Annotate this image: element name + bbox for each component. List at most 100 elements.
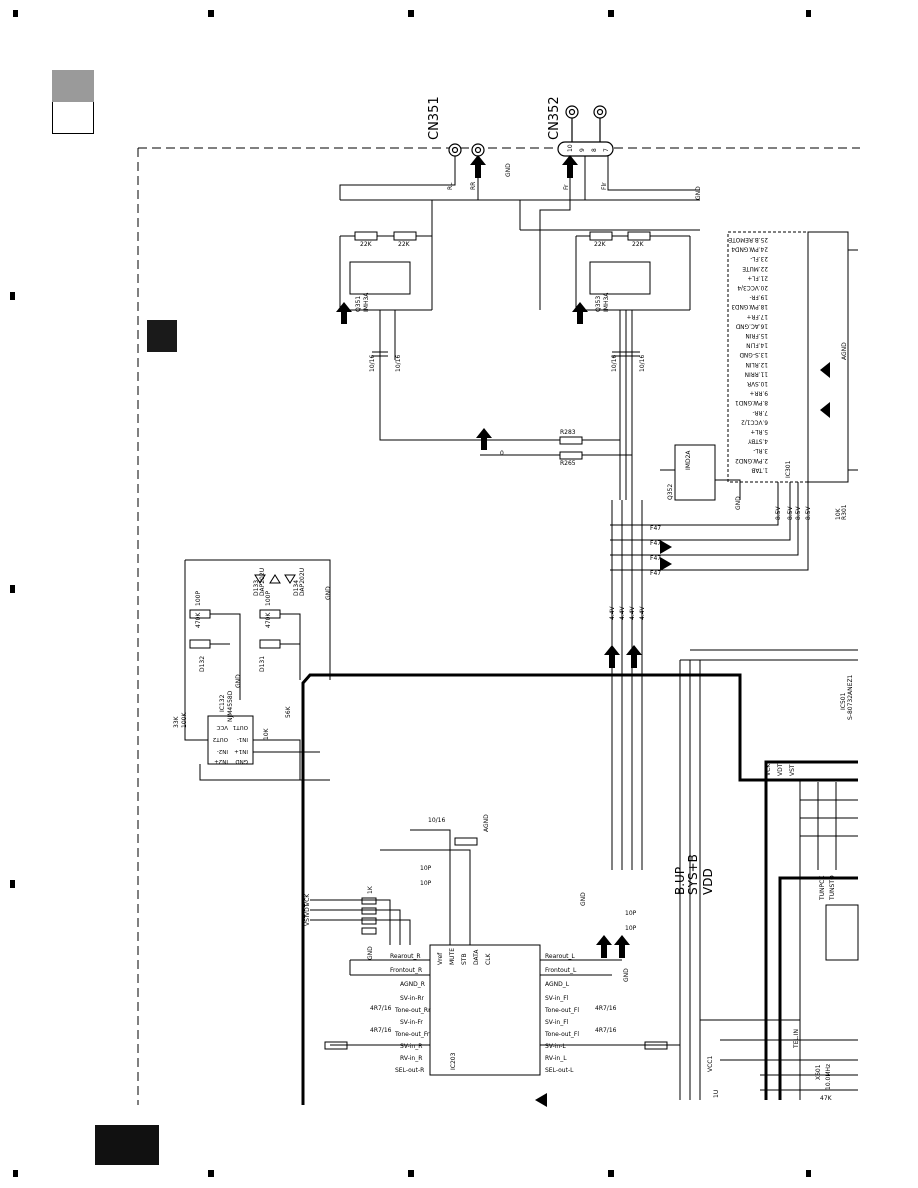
d132-label: D132 (199, 656, 206, 672)
cn352-pin-10: 10 (567, 144, 574, 152)
ic132-name: IC132 (219, 694, 226, 712)
agnd-a: AGND (483, 814, 490, 832)
r-22k-b: 22K (398, 241, 411, 248)
gnd-h: GND (623, 968, 630, 982)
ic301-pin-24: 24.PW.GND4 (731, 246, 768, 252)
ic301-pin-1: 1.TAB (751, 466, 768, 472)
ic203-pin-sv-in-rr: SV-in-Rr (400, 995, 425, 1002)
c-10-16-a: 10/16 (369, 355, 376, 372)
q351-label: Q351 (355, 296, 362, 312)
ic203-pin-sel-out-l: SEL-out-L (545, 1067, 574, 1074)
c-4r7-16-a: 4R7/16 (370, 1005, 392, 1012)
registration-mark-top-1 (13, 10, 18, 17)
ic203-pin-vref: Vref (437, 952, 444, 965)
gnd-c: GND (735, 496, 742, 510)
c-47-c: F47 (650, 555, 661, 562)
component-labels: 10 9 8 7 Fr Flr RL RR Q351 IMH3A Q353 IM… (173, 144, 854, 1102)
ic301-pin-8: 8.PW.GND1 (735, 399, 768, 405)
net-vck-b: VCK (765, 763, 772, 776)
ic203-pin-tone-out-fr: Tone-out_Fr (394, 1031, 430, 1038)
ic501-part: S-80732ANEZ1 (847, 674, 854, 720)
cn352-label: CN352 (547, 96, 562, 140)
net-4-4v-a: 4.4V (609, 605, 616, 620)
ic301-pin-17: 17.FR+ (746, 313, 768, 319)
tunsto-label: TUNSTO (829, 875, 836, 901)
ic301-pin-5: 5.RL+ (750, 428, 768, 434)
registration-mark-bottom-1 (13, 1170, 18, 1177)
page-number-plate (95, 1125, 159, 1165)
c-1u-label: 1U (713, 1090, 720, 1098)
ic301-pin-6: 6.VCC1/2 (741, 418, 768, 424)
net-4-4v-d: 4.4V (639, 605, 646, 620)
r-10k-r301: 10K (835, 507, 842, 520)
ic203-pin-sv-in-r: SV-in_R (400, 1043, 422, 1050)
registration-mark-left-1 (10, 292, 15, 300)
q353-label: Q353 (595, 296, 602, 312)
net-8-5v-a: 8.5V (775, 505, 782, 520)
net-4-4v-c: 4.4V (629, 605, 636, 620)
cn352-pin-9: 9 (579, 148, 586, 152)
r-0-label: 0 (500, 450, 504, 457)
thick-bus-outline (301, 673, 858, 1105)
ic203-pin-sv-in-l: SV-in-L (545, 1043, 566, 1050)
ic203-pin-frontout-r: Frontout_R (390, 967, 422, 974)
r-22k-d: 22K (632, 241, 645, 248)
ic203-name: IC203 (450, 1052, 457, 1070)
c-100p-b: 100P (265, 591, 272, 606)
r-22k-a: 22K (360, 241, 373, 248)
wiring (184, 156, 859, 1100)
registration-mark-bottom-4 (608, 1170, 614, 1177)
r-47k-label: 47K (820, 1095, 833, 1102)
gain-rl-label: RL (447, 182, 454, 190)
c-47-a: F47 (650, 525, 661, 532)
net-vdt: VDT (304, 903, 311, 916)
ic301-pin-7: 7.RR- (753, 409, 768, 415)
registration-mark-bottom-3 (408, 1170, 414, 1177)
ic203-pin-rv-in-r: RV-in_R (400, 1055, 422, 1062)
registration-mark-left-2 (10, 585, 15, 593)
ic301-pin-22: 22.MUTE (742, 265, 768, 271)
dashed-boundary (137, 147, 860, 1105)
gnd-f: GND (580, 892, 587, 906)
d131-label: D131 (259, 656, 266, 672)
ic301-pin-12: 12.RLIN (745, 361, 768, 367)
tunpck-label: TUNPCK (819, 875, 826, 901)
net-vst-b: VST (789, 764, 796, 776)
r265-label: R265 (560, 460, 576, 467)
net-4-4v-b: 4.4V (619, 605, 626, 620)
ic501-name: IC501 (840, 692, 847, 710)
section-marker (147, 320, 177, 352)
agnd-b: AGND (841, 342, 848, 360)
r-56k: 56K (285, 705, 292, 718)
cn352-connector (557, 105, 614, 157)
rail-vdd-label: VDD (701, 868, 715, 895)
rail-bup-label: B.UP (673, 867, 687, 895)
ic301-pin-20: 20.VCC3/4 (737, 284, 768, 290)
registration-mark-top-4 (608, 10, 614, 17)
cn351-jacks (448, 143, 485, 157)
ic301-pin-3: 3.RL- (753, 447, 768, 453)
net-8-5v-d: 8.5V (805, 505, 812, 520)
ic301-pin-21: 21.FL+ (747, 274, 768, 280)
ic301-pin-23: 23.FL- (750, 255, 768, 261)
d134-label: D134 (293, 580, 300, 596)
cn352-pin-8: 8 (591, 148, 598, 152)
c-10p-b: 10P (420, 865, 432, 872)
cn352-flr-label: Flr (601, 182, 608, 190)
ic132-pin-in1-: IN1- (237, 736, 248, 742)
ic203-pin-mute: MUTE (449, 948, 456, 965)
r-10k-ic132: 10K (263, 727, 270, 740)
diode-part-a: DAP202U (259, 568, 266, 596)
ic132-pin-in2+: IN2+ (214, 758, 228, 764)
c-4r7-16-d: 4R7/16 (595, 1027, 617, 1034)
ic203-pin-stb: STB (461, 953, 468, 965)
ic301-pin-19: 19.FR- (750, 294, 768, 300)
c-10p-a: 10P (420, 880, 432, 887)
r-470k-a: 470K (195, 612, 202, 628)
ic132-part: NJM4558D (227, 690, 234, 722)
c-4r7-16-b: 4R7/16 (370, 1027, 392, 1034)
q351-part: IMH3A (363, 292, 370, 312)
cn351-label: CN351 (427, 96, 442, 140)
cn352-fr-label: Fr (563, 184, 570, 190)
ic203-pin-sv-in-fr: SV-in-Fr (400, 1019, 423, 1026)
